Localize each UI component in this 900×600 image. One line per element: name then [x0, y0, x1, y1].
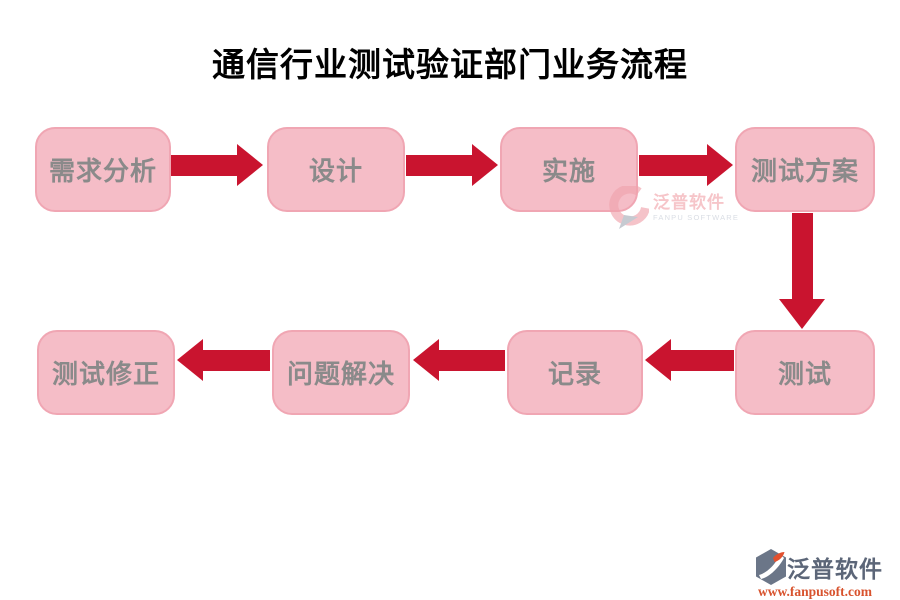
node-test-plan: 测试方案 — [735, 127, 875, 212]
node-test-correction: 测试修正 — [37, 330, 175, 415]
arrow-left-icon — [645, 339, 734, 381]
arrow-shaft — [171, 154, 237, 176]
arrow-head — [237, 144, 263, 186]
watermark-brand: 泛普软件 — [653, 193, 725, 213]
fanpu-swoosh-icon — [609, 186, 649, 229]
footer-logo: 泛普软件 www.fanpusoft.com — [756, 549, 896, 600]
arrow-right-icon — [406, 144, 498, 186]
arrow-shaft — [639, 154, 707, 176]
arrow-shaft — [406, 154, 472, 176]
diagram-title: 通信行业测试验证部门业务流程 — [212, 46, 688, 83]
node-label: 设计 — [308, 156, 363, 186]
arrow-shaft — [439, 349, 505, 371]
arrow-left-icon — [413, 339, 505, 381]
node-problem-solving: 问题解决 — [272, 330, 410, 415]
footer-brand-row: 泛普软件 — [756, 549, 896, 585]
fanpu-hexagon-icon — [756, 549, 786, 585]
watermark-text: 泛普软件 FANPU SOFTWARE — [653, 193, 740, 222]
arrow-head — [645, 339, 671, 381]
arrow-right-icon — [171, 144, 263, 186]
node-requirements-analysis: 需求分析 — [35, 127, 171, 212]
node-label: 需求分析 — [48, 156, 157, 186]
watermark: 泛普软件 FANPU SOFTWARE — [607, 186, 739, 230]
node-record: 记录 — [507, 330, 643, 415]
node-testing: 测试 — [735, 330, 875, 415]
node-label: 测试修正 — [51, 359, 160, 389]
arrow-shaft — [671, 349, 734, 371]
arrow-head — [707, 144, 733, 186]
arrow-right-icon — [639, 144, 733, 186]
footer-brand: 泛普软件 — [787, 556, 883, 582]
node-design: 设计 — [267, 127, 405, 212]
arrow-head — [177, 339, 203, 381]
arrow-down-icon — [779, 213, 825, 329]
arrow-head — [472, 144, 498, 186]
node-label: 记录 — [547, 359, 602, 389]
watermark-subtext: FANPU SOFTWARE — [653, 212, 740, 222]
node-implementation: 实施 — [500, 127, 638, 212]
node-label: 问题解决 — [286, 359, 395, 389]
arrow-left-icon — [177, 339, 270, 381]
arrow-head — [779, 299, 825, 329]
arrow-shaft — [791, 213, 813, 299]
node-label: 实施 — [541, 156, 596, 186]
arrow-head — [413, 339, 439, 381]
node-label: 测试方案 — [750, 156, 859, 186]
arrow-shaft — [203, 349, 270, 371]
footer-website: www.fanpusoft.com — [758, 584, 873, 599]
node-label: 测试 — [777, 359, 832, 389]
